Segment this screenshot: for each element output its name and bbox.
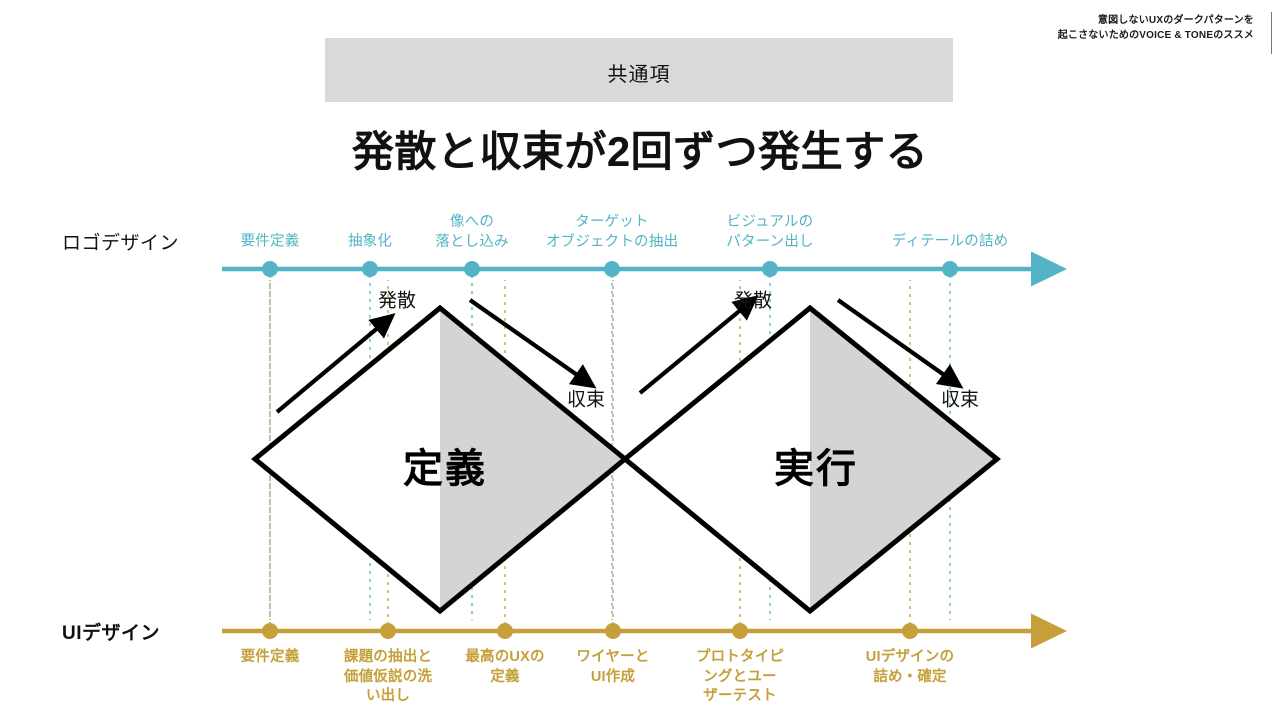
logo-stage-label-3-line: オブジェクトの抽出	[545, 233, 679, 250]
ui-stage-label-3-line: ワイヤーと	[576, 649, 650, 665]
ui-stage-label-1-line: 課題の抽出と	[343, 649, 433, 665]
page-title: 発散と収束が2回ずつ発生する	[351, 128, 929, 175]
logo-design-timeline-stage-dot[interactable]	[362, 261, 378, 277]
ui-design-timeline-stage-dot[interactable]	[497, 623, 513, 639]
logo-stage-label-0-line: 要件定義	[240, 233, 300, 250]
ui-stage-label-1-line: い出し	[365, 688, 411, 705]
ui-stage-label-4[interactable]: プロトタイピングとユーザーテスト	[696, 648, 784, 707]
logo-design-timeline-stage-dot[interactable]	[604, 261, 620, 277]
logo-stage-label-5[interactable]: ディテールの詰め	[892, 232, 1009, 252]
logo-stage-label-4-line: パターン出し	[726, 233, 814, 250]
timeline-axes	[222, 251, 1067, 649]
corner-note-line-1: 意図しないUXのダークパターンを	[1097, 15, 1254, 26]
logo-stage-label-4[interactable]: ビジュアルのパターン出し	[726, 213, 813, 252]
diamond-shaded-half	[440, 308, 625, 611]
track-caption-logo-design: ロゴデザイン	[62, 233, 180, 254]
logo-stage-label-1[interactable]: 抽象化	[348, 232, 392, 252]
ui-design-timeline-stage-dot[interactable]	[902, 623, 918, 639]
double-diamond-shapes	[251, 304, 1001, 615]
diamond-shaded-half	[810, 308, 997, 611]
diamond-label-deliver: 実行	[774, 447, 858, 491]
section-band-label: 共通項	[607, 64, 671, 86]
logo-stage-label-3-line: ターゲット	[575, 213, 649, 230]
diamond-outline-deliver	[621, 304, 1001, 615]
logo-stage-label-3[interactable]: ターゲットオブジェクトの抽出	[546, 213, 678, 252]
ui-stage-label-3[interactable]: ワイヤーと UI作成	[576, 648, 649, 687]
ui-stage-label-4-line: ングとユー	[703, 668, 777, 685]
ui-stage-label-1[interactable]: 課題の抽出と価値仮説の洗い出し	[344, 648, 432, 707]
ui-stage-label-1-line: 価値仮説の洗	[343, 668, 433, 685]
track-caption-ui-design: UIデザイン	[62, 623, 161, 644]
logo-stage-label-4-line: ビジュアルの	[726, 213, 814, 230]
ui-stage-label-2-line: 定義	[490, 668, 520, 685]
diverge-arrow-2	[638, 295, 759, 395]
flow-label-converge-2: 収束	[940, 389, 980, 411]
logo-stage-label-5-line: ディテールの詰め	[891, 233, 1009, 250]
ui-stage-label-5-line: UIデザインの	[865, 649, 955, 665]
ui-stage-label-2[interactable]: 最高のUXの定義	[465, 648, 544, 687]
logo-design-timeline-stage-dot[interactable]	[762, 261, 778, 277]
ui-stage-label-0-line: 要件定義	[240, 649, 300, 665]
flow-label-converge-1: 収束	[566, 389, 606, 411]
corner-note-line-2: 起こさないためのVOICE & TONEのススメ	[1057, 29, 1254, 41]
diamond-white-half	[625, 308, 810, 611]
section-band: 共通項	[325, 38, 953, 102]
flow-arrows	[275, 295, 964, 414]
ui-stage-label-5[interactable]: UIデザインの詰め・確定	[866, 648, 954, 687]
deck-corner-note: 意図しないUXのダークパターンを 起こさないためのVOICE & TONEのスス…	[1058, 14, 1254, 43]
converge-arrow-2	[836, 298, 964, 389]
ui-design-timeline-stage-dot[interactable]	[262, 623, 278, 639]
diamond-white-half	[255, 308, 440, 611]
diamond-label-define: 定義	[403, 447, 487, 491]
logo-design-timeline-stage-dot[interactable]	[464, 261, 480, 277]
logo-stage-label-2-line: 落とし込み	[435, 233, 509, 250]
ui-design-timeline-stage-dot[interactable]	[605, 623, 621, 639]
converge-arrow-1	[468, 298, 597, 389]
logo-stage-label-0[interactable]: 要件定義	[241, 232, 300, 252]
ui-design-timeline-stage-dot[interactable]	[732, 623, 748, 639]
ui-stage-label-4-line: ザーテスト	[703, 688, 777, 705]
flow-label-diverge-1: 発散	[377, 290, 417, 312]
logo-design-timeline-stage-dot[interactable]	[942, 261, 958, 277]
ui-stage-label-3-line: UI作成	[590, 668, 636, 685]
corner-divider	[1271, 12, 1272, 54]
logo-stage-label-2-line: 像への	[449, 213, 495, 230]
ui-design-timeline-stage-dot[interactable]	[380, 623, 396, 639]
ui-stage-label-0[interactable]: 要件定義	[241, 648, 300, 668]
ui-stage-label-2-line: 最高のUXの	[465, 649, 545, 665]
logo-stage-label-1-line: 抽象化	[347, 233, 393, 250]
flow-label-diverge-2: 発散	[733, 290, 773, 312]
logo-stage-label-2[interactable]: 像への落とし込み	[435, 213, 509, 252]
logo-design-timeline-stage-dot[interactable]	[262, 261, 278, 277]
ui-stage-label-5-line: 詰め・確定	[873, 668, 947, 685]
diverge-arrow-1	[275, 313, 396, 414]
ui-stage-label-4-line: プロトタイピ	[695, 649, 785, 665]
